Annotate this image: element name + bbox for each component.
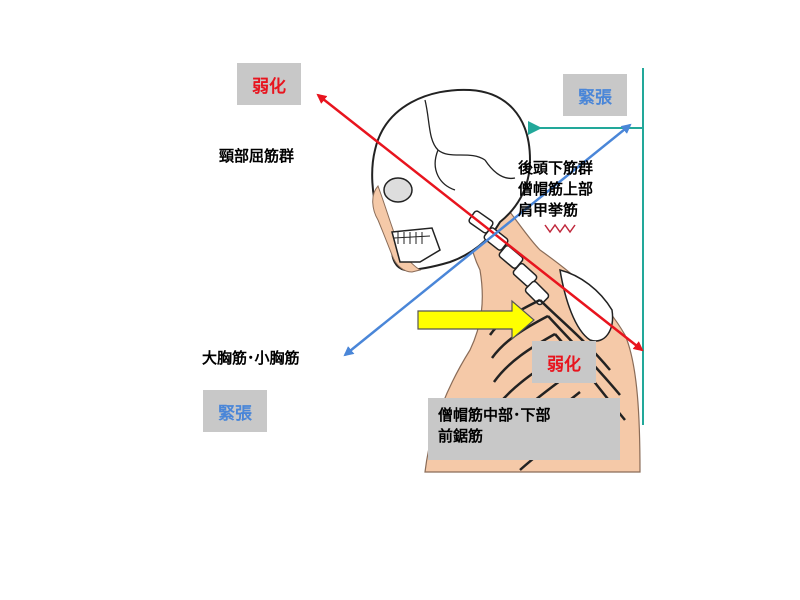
posterior-muscle-3: 肩甲挙筋	[518, 201, 579, 219]
tense-bottom-box: 緊張	[203, 390, 267, 432]
lower-muscle-1: 僧帽筋中部･下部	[438, 406, 551, 424]
weak-bottom-box: 弱化	[532, 341, 596, 383]
weak-top-label: 弱化	[252, 76, 286, 97]
posterior-muscle-1: 後頭下筋群	[518, 159, 594, 177]
lower-muscles-box: 僧帽筋中部･下部 前鋸筋	[428, 398, 620, 460]
posterior-muscle-2: 僧帽筋上部	[518, 180, 594, 198]
pectoral-label: 大胸筋･小胸筋	[202, 349, 300, 367]
yellow-push-arrow	[417, 299, 535, 341]
tense-top-label: 緊張	[578, 87, 612, 108]
weak-top-box: 弱化	[237, 63, 301, 105]
posterior-muscles-label: 後頭下筋群 僧帽筋上部 肩甲挙筋	[518, 158, 593, 221]
blue-double-arrow	[343, 123, 632, 357]
neck-flexors-label: 頸部屈筋群	[219, 147, 295, 165]
weak-bottom-label: 弱化	[547, 354, 581, 375]
tense-bottom-label: 緊張	[218, 403, 252, 424]
lower-muscle-2: 前鋸筋	[438, 427, 484, 445]
lower-muscles-label: 僧帽筋中部･下部 前鋸筋	[438, 405, 551, 447]
tense-top-box: 緊張	[563, 74, 627, 116]
